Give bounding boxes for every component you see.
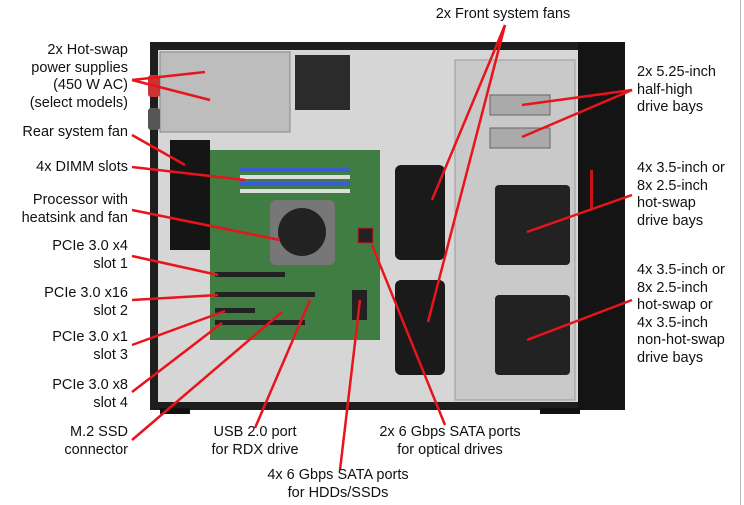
front-fan-upper bbox=[395, 165, 445, 260]
callout-pcie-x8 bbox=[131, 322, 223, 393]
callout-mixed bbox=[526, 298, 633, 342]
frame-border bbox=[740, 0, 741, 505]
label-front-fans: 2x Front system fans bbox=[435, 6, 571, 22]
bezel-accent bbox=[590, 170, 593, 210]
label-dimm: 4x DIMM slots bbox=[36, 159, 128, 175]
hdd-cage-lower bbox=[495, 295, 570, 375]
pcie-slots bbox=[215, 272, 315, 325]
callout-lines bbox=[131, 24, 633, 471]
callout-front-fan-2 bbox=[426, 24, 507, 323]
callout-sata-optical bbox=[370, 244, 447, 426]
callout-sata-hdd bbox=[338, 299, 362, 471]
callout-pcie-x4 bbox=[131, 254, 219, 277]
label-rear-fan: Rear system fan bbox=[22, 124, 128, 140]
callout-psu-1 bbox=[131, 70, 206, 82]
rear-fan bbox=[170, 140, 210, 250]
callout-pcie-x1 bbox=[131, 309, 226, 347]
callout-hotswap bbox=[526, 193, 633, 234]
optical-sata-ports bbox=[357, 227, 374, 244]
callout-525-2 bbox=[521, 88, 633, 139]
dimm-slots bbox=[240, 168, 350, 193]
cpu-fan bbox=[278, 208, 326, 256]
optical-bay-2 bbox=[489, 127, 551, 149]
callout-525-1 bbox=[521, 88, 633, 107]
callout-usb bbox=[253, 299, 312, 429]
foot-right bbox=[540, 408, 580, 414]
hdd-cage-upper bbox=[495, 185, 570, 265]
foot-left bbox=[160, 408, 190, 414]
optical-bay-1 bbox=[489, 94, 551, 116]
callout-dimm bbox=[131, 165, 246, 182]
callout-front-fan-1 bbox=[430, 24, 507, 201]
callout-m2 bbox=[131, 311, 283, 441]
power-supply-fan bbox=[295, 55, 350, 110]
callout-processor bbox=[131, 208, 281, 242]
callout-psu-2 bbox=[131, 78, 211, 102]
callout-pcie-x16 bbox=[131, 293, 219, 302]
callout-rear-fan bbox=[131, 133, 186, 167]
psu-handle-2 bbox=[148, 108, 160, 130]
